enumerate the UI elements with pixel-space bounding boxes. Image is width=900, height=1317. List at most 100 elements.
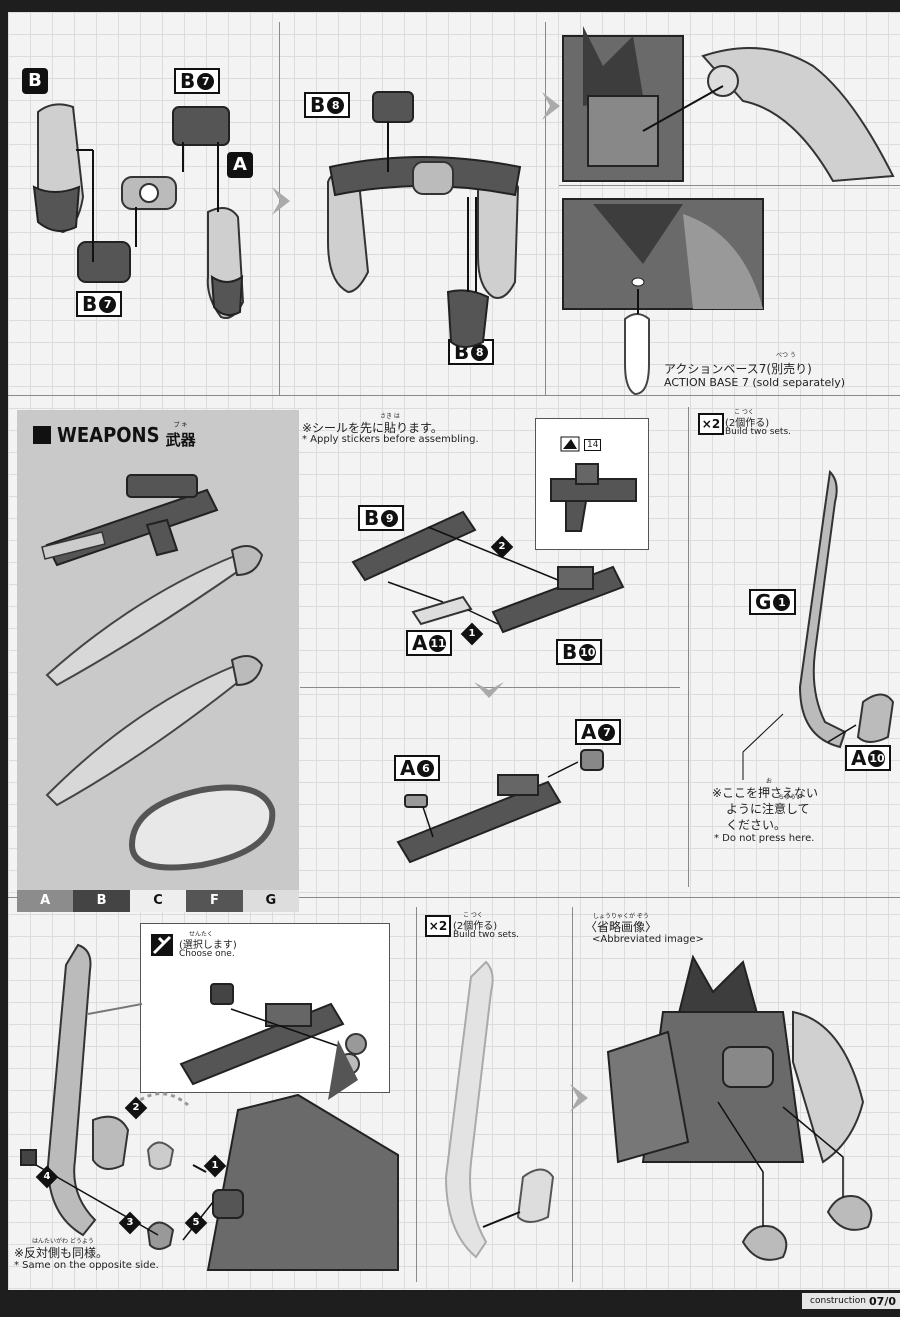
runner-letter: B bbox=[82, 292, 98, 316]
choose-icon bbox=[151, 934, 173, 956]
weapons-title-en: WEAPONS bbox=[57, 423, 160, 447]
part-tag-a: A bbox=[227, 152, 253, 178]
part-number: 7 bbox=[197, 72, 215, 90]
bottom-count-jp: (2個作る) bbox=[453, 921, 498, 932]
next-step-chevron bbox=[570, 1084, 588, 1112]
page-footer: construction 07/0 bbox=[802, 1293, 900, 1309]
choose-leader-line bbox=[87, 1003, 143, 1015]
next-step-chevron-down bbox=[474, 682, 504, 698]
part-number: 11 bbox=[429, 634, 447, 652]
instruction-sheet: B A B 7 B 7 B 8 bbox=[8, 12, 900, 1290]
build-two-badge: ×2 bbox=[698, 413, 724, 435]
hip-assembly-illustration bbox=[327, 91, 522, 348]
part-label-b10: B 10 bbox=[556, 639, 603, 665]
abbrev-label-en: <Abbreviated image> bbox=[592, 934, 704, 945]
step-marker-2: 2 bbox=[490, 535, 514, 559]
divider-top-right-h bbox=[559, 185, 900, 186]
step-marker-5: 5 bbox=[184, 1211, 208, 1235]
runner-letter: B bbox=[310, 93, 326, 117]
step-marker-4: 4 bbox=[35, 1165, 59, 1189]
choose-jp: (選択します) bbox=[179, 940, 237, 951]
action-base-closeup-illustration bbox=[562, 198, 764, 396]
runner-letter: B bbox=[180, 69, 196, 93]
step-marker-3: 3 bbox=[118, 1211, 142, 1235]
title-square-icon bbox=[33, 426, 51, 444]
part-number: 10 bbox=[579, 643, 597, 661]
sword-note-jp-2: ように注意して bbox=[726, 802, 810, 816]
sticker-icon bbox=[560, 436, 580, 452]
runner-letter: A bbox=[400, 756, 416, 780]
weapons-title: WEAPONS ブ キ 武器 bbox=[33, 420, 196, 450]
sword-note-jp-1: ※ここを押さえない bbox=[712, 786, 819, 800]
bottom-count-furigana: こ つく bbox=[463, 912, 483, 919]
part-number: 6 bbox=[417, 759, 435, 777]
bottom-count-en: Build two sets. bbox=[453, 930, 520, 940]
part-number: 7 bbox=[598, 723, 616, 741]
runner-letter: B bbox=[562, 640, 578, 664]
abbrev-label-jp: 〈省略画像〉 bbox=[585, 920, 658, 934]
runner-letter: A bbox=[851, 746, 867, 770]
part-label-g1: G 1 bbox=[749, 589, 797, 615]
part-label-b9: B 9 bbox=[358, 505, 405, 531]
swatch-f: F bbox=[186, 890, 243, 912]
footer-page-number: 07/0 bbox=[869, 1294, 896, 1308]
sticker-inset: 14 bbox=[535, 418, 649, 550]
step-marker-2: 2 bbox=[124, 1096, 148, 1120]
runner-letter: A bbox=[412, 631, 428, 655]
part-number: 8 bbox=[327, 96, 345, 114]
divider-bottom-horizontal bbox=[8, 897, 900, 898]
sticker-furigana: さき は bbox=[380, 413, 400, 420]
weapons-panel: WEAPONS ブ キ 武器 A B C bbox=[17, 410, 300, 912]
swatch-c: C bbox=[129, 890, 187, 912]
part-number: 10 bbox=[868, 749, 886, 767]
sword-illustration bbox=[798, 469, 895, 749]
press-warning-leader bbox=[742, 713, 784, 780]
part-label-b7-bottom: B 7 bbox=[76, 291, 123, 317]
divider-top-v2 bbox=[545, 22, 546, 395]
choose-inset: せんたく (選択します) Choose one. bbox=[140, 923, 390, 1093]
build-two-badge: ×2 bbox=[425, 915, 451, 937]
swatch-a: A bbox=[17, 890, 74, 912]
weapons-title-jp: 武器 bbox=[165, 431, 196, 449]
gun-assembly-illustration bbox=[351, 510, 625, 634]
abbrev-furigana: しょうりゃくが ぞう bbox=[593, 913, 649, 920]
hand-sword-illustration bbox=[20, 943, 399, 1271]
opposite-furigana: はんたいがわ どうよう bbox=[32, 1238, 94, 1245]
part-tag-b: B bbox=[22, 68, 48, 94]
part-number: 8 bbox=[471, 343, 489, 361]
swatch-g: G bbox=[242, 890, 300, 912]
step-marker-1: 1 bbox=[203, 1154, 227, 1178]
sword-count-jp: (2個作る) bbox=[725, 418, 770, 429]
sword-count-en: Build two sets. bbox=[725, 427, 792, 437]
part-number: 7 bbox=[99, 295, 117, 313]
part-label-a6: A 6 bbox=[394, 755, 441, 781]
divider-bottom-v1 bbox=[416, 907, 417, 1282]
weapons-illustration bbox=[41, 474, 276, 871]
divider-bottom-v2 bbox=[572, 907, 573, 1282]
part-label-a11: A 11 bbox=[406, 630, 453, 656]
sticker-note-en: * Apply stickers before assembling. bbox=[302, 434, 479, 445]
runner-letter: A bbox=[581, 720, 597, 744]
sword-note-en: * Do not press here. bbox=[714, 833, 815, 844]
part-number: 9 bbox=[381, 509, 399, 527]
divider-top-horizontal bbox=[8, 395, 900, 396]
sword-note-furigana-1: お bbox=[766, 778, 773, 785]
sword-note-jp-3: ください。 bbox=[726, 818, 787, 832]
next-step-chevron bbox=[542, 92, 560, 120]
part-label-a10: A 10 bbox=[845, 745, 892, 771]
leg-parts-illustration bbox=[32, 103, 245, 319]
part-label-a7: A 7 bbox=[575, 719, 622, 745]
choose-furigana: せんたく bbox=[189, 931, 214, 938]
next-step-chevron bbox=[272, 187, 290, 215]
clear-sword-illustration bbox=[444, 960, 555, 1259]
mech-hip-closeup-illustration bbox=[562, 26, 895, 183]
mech-final-illustration bbox=[606, 954, 873, 1261]
sticker-note-jp: ※シールを先に貼ります。 bbox=[302, 421, 443, 435]
runner-letter: B bbox=[364, 506, 380, 530]
step-marker-1: 1 bbox=[460, 622, 484, 646]
sticker-gun-illustration bbox=[550, 463, 637, 532]
opposite-note-jp: ※反対側も同様。 bbox=[14, 1246, 109, 1260]
part-label-b7-top: B 7 bbox=[174, 68, 221, 94]
gun-final-illustration bbox=[396, 749, 604, 864]
